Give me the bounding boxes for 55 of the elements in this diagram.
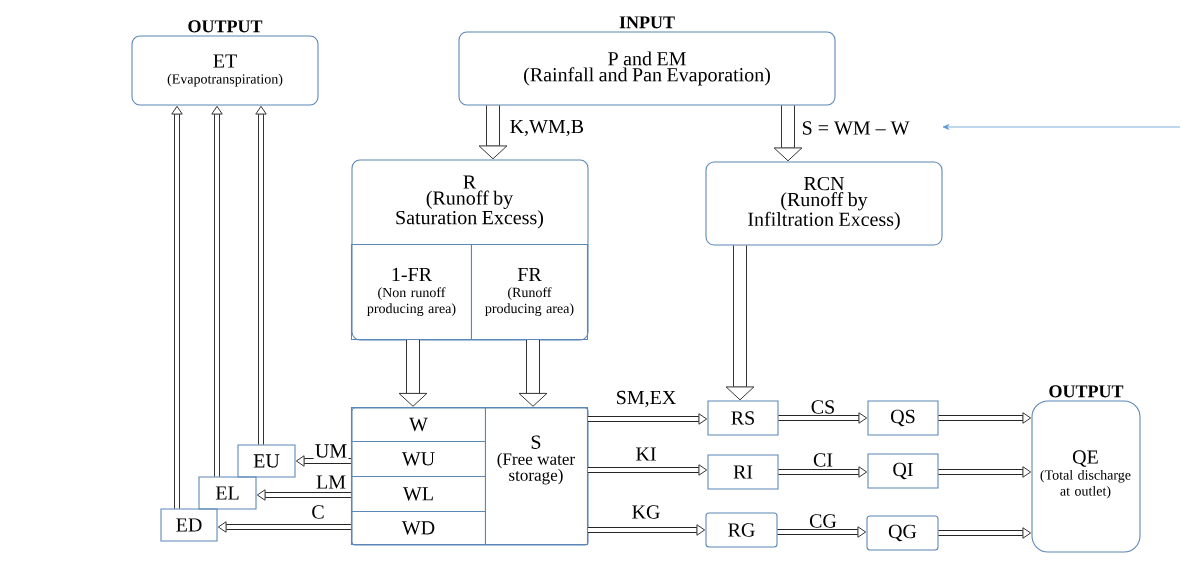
- area-cell: 1-FR (Non runoff producing area): [350, 243, 472, 340]
- output-box: QE (Total discharge at outlet): [1031, 400, 1141, 553]
- arrow: [777, 526, 867, 538]
- arrow: [478, 105, 508, 160]
- arrow: [171, 105, 183, 509]
- arrow: [938, 527, 1032, 539]
- arrow: [211, 105, 223, 477]
- edge-label: LM: [314, 474, 348, 490]
- arrow: [773, 105, 803, 162]
- arrow: [725, 245, 755, 401]
- process-box: EL: [198, 476, 257, 510]
- arrow: [938, 466, 1032, 478]
- arrow: [778, 466, 868, 478]
- arrow: [398, 340, 428, 407]
- arrow: [778, 412, 868, 424]
- process-box: RCN (Runoff by Infiltration Excess): [705, 161, 943, 246]
- edge-label: KI: [634, 446, 658, 462]
- process-box: QG: [866, 515, 939, 551]
- process-box: QS: [867, 400, 939, 436]
- edge-label: S = WM – W: [800, 119, 911, 137]
- storage-cell: S (Free water storage): [484, 406, 588, 545]
- area-cell: FR (Runoff producing area): [470, 243, 588, 340]
- edge-label: KG: [630, 503, 662, 521]
- output-box: ET (Evapotranspiration): [131, 35, 319, 106]
- edge-label: CS: [809, 398, 837, 416]
- arrow: [256, 489, 351, 501]
- edge-label: C: [310, 503, 326, 521]
- heading: INPUT: [619, 16, 675, 29]
- process-box: QI: [867, 453, 939, 489]
- arrow: [255, 105, 267, 445]
- process-box: RG: [705, 512, 778, 548]
- arrow: [588, 524, 706, 536]
- arrow: [588, 413, 708, 425]
- arrow: [295, 455, 351, 467]
- arrow: [518, 340, 548, 407]
- process-box: RI: [707, 454, 779, 490]
- edge-label: UM: [313, 443, 349, 459]
- process-box: WD: [350, 510, 486, 545]
- arrow: [938, 412, 1032, 424]
- process-box: WL: [350, 475, 486, 512]
- heading: OUTPUT: [188, 20, 263, 33]
- arrow: [588, 464, 708, 476]
- heading: OUTPUT: [1049, 385, 1124, 398]
- edge-label: CG: [807, 512, 839, 530]
- process-box: WU: [350, 440, 486, 477]
- storage-box: [351, 407, 589, 546]
- process-box: EU: [237, 444, 296, 478]
- process-box: ED: [160, 508, 218, 542]
- process-box: RS: [707, 400, 779, 436]
- arrow: [217, 521, 351, 533]
- process-box: W: [350, 406, 486, 442]
- edge-label: K,WM,B: [508, 118, 586, 138]
- input-box: P and EM (Rainfall and Pan Evaporation): [458, 31, 836, 106]
- edge-label: CI: [811, 451, 835, 469]
- edge-label: SM,EX: [614, 389, 678, 409]
